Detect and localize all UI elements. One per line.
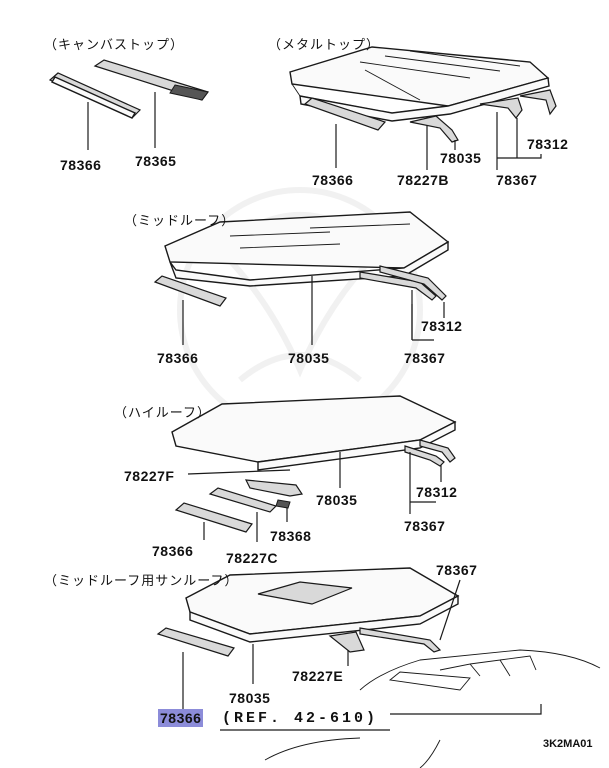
sunroof-roof-assembly (156, 567, 601, 768)
part-label[interactable]: 78227E (292, 668, 344, 684)
part-label[interactable]: 78367 (404, 518, 446, 534)
part-label[interactable]: 78035 (288, 350, 330, 366)
canvas-top-parts (48, 59, 209, 150)
part-label[interactable]: 78366 (312, 172, 354, 188)
highlighted-part-label[interactable]: 78366 (158, 709, 204, 727)
mid-roof-assembly (153, 211, 450, 345)
part-label[interactable]: 78035 (440, 150, 482, 166)
part-label[interactable]: 78312 (421, 318, 463, 334)
part-78368-clip (275, 499, 291, 509)
part-78312-rail (479, 97, 523, 119)
diagram-code: 3K2MA01 (543, 738, 593, 750)
part-label[interactable]: 78312 (416, 484, 458, 500)
section-title-high-roof: （ハイルーフ） (114, 405, 211, 420)
part-78227b-rail (409, 115, 459, 143)
part-78227f-bracket (244, 479, 304, 497)
vehicle-outline (359, 649, 601, 691)
section-title-metal-top: （メタルトップ） (268, 37, 381, 52)
part-label[interactable]: 78365 (135, 153, 177, 169)
reference-note[interactable]: (REF. 42-610) (222, 710, 379, 727)
section-title-canvas-top: （キャンバストップ） (44, 37, 185, 52)
sunroof-opening (257, 581, 353, 605)
part-label[interactable]: 78227B (397, 172, 450, 188)
part-label[interactable]: 78035 (316, 492, 358, 508)
part-label[interactable]: 78035 (229, 690, 271, 706)
part-78366-strip (156, 627, 235, 657)
part-label[interactable]: 78312 (527, 136, 569, 152)
part-78227e-bracket (328, 631, 365, 653)
part-78366-strip (153, 275, 227, 307)
section-title-sunroof: （ミッドルーフ用サンルーフ） (44, 573, 239, 588)
part-label[interactable]: 78368 (270, 528, 312, 544)
part-label[interactable]: 78227C (226, 550, 279, 566)
part-label[interactable]: 78366 (158, 709, 204, 727)
part-78366-strip (174, 502, 253, 533)
part-78367-rail (359, 627, 442, 653)
part-label[interactable]: 78227F (124, 468, 175, 484)
part-78312-rail (404, 445, 445, 467)
part-label[interactable]: 78367 (496, 172, 538, 188)
high-roof-assembly (171, 395, 457, 542)
part-label[interactable]: 78366 (60, 157, 102, 173)
part-label[interactable]: 78366 (152, 543, 194, 559)
part-label[interactable]: 78367 (436, 562, 478, 578)
part-label[interactable]: 78366 (157, 350, 199, 366)
part-label[interactable]: 78367 (404, 350, 446, 366)
section-title-mid-roof: （ミッドルーフ） (124, 213, 236, 228)
metal-top-roof (289, 46, 557, 170)
part-78366-strip (303, 97, 387, 131)
